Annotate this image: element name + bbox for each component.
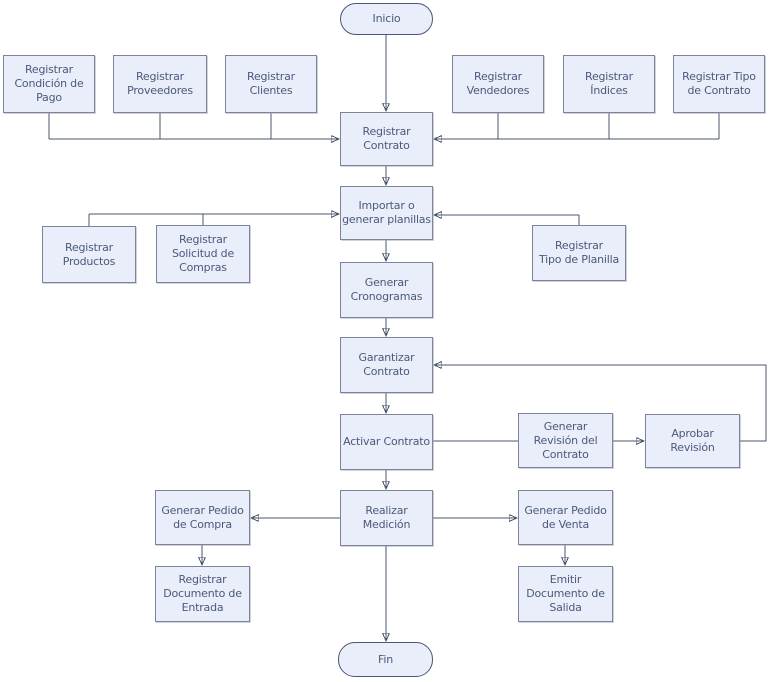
- node-registrar-tipo-de-contrato: Registrar Tipo de Contrato: [673, 55, 765, 113]
- node-inicio: Inicio: [340, 3, 433, 35]
- node-generar-pedido-de-compra: Generar Pedido de Compra: [155, 490, 250, 545]
- edge-stubs-top-right-bus: [497, 113, 720, 139]
- node-registrar-vendedores: Registrar Vendedores: [452, 55, 544, 113]
- node-generar-pedido-de-venta: Generar Pedido de Venta: [518, 490, 613, 545]
- node-activar-contrato: Activar Contrato: [340, 414, 433, 470]
- node-garantizar-contrato: Garantizar Contrato: [340, 337, 433, 393]
- node-generar-revision-del-contrato: Generar Revisión del Contrato: [518, 413, 613, 468]
- node-realizar-medicion: Realizar Medición: [340, 490, 433, 546]
- node-registrar-indices: Registrar Índices: [563, 55, 655, 113]
- node-registrar-solicitud-de-compras: Registrar Solicitud de Compras: [156, 225, 250, 283]
- node-emitir-documento-de-salida: Emitir Documento de Salida: [518, 566, 613, 622]
- node-registrar-proveedores: Registrar Proveedores: [113, 55, 207, 113]
- node-generar-cronogramas: Generar Cronogramas: [340, 262, 433, 318]
- node-registrar-condicion-de-pago: Registrar Condición de Pago: [3, 55, 95, 113]
- node-fin: Fin: [338, 642, 433, 677]
- node-importar-o-generar-planillas: Importar o generar planillas: [340, 186, 433, 240]
- node-registrar-documento-de-entrada: Registrar Documento de Entrada: [155, 566, 250, 622]
- node-registrar-clientes: Registrar Clientes: [225, 55, 317, 113]
- edge-stubs-planillas-left-bus: [88, 214, 204, 226]
- node-aprobar-revision: Aprobar Revisión: [645, 414, 740, 468]
- node-registrar-tipo-de-planilla: Registrar Tipo de Planilla: [532, 225, 626, 281]
- edge-stubs-top-left-bus: [48, 113, 272, 139]
- node-registrar-contrato: Registrar Contrato: [340, 112, 433, 166]
- node-registrar-productos: Registrar Productos: [42, 226, 136, 283]
- edge-aprobar-to-garantizar-feedback: [434, 365, 767, 442]
